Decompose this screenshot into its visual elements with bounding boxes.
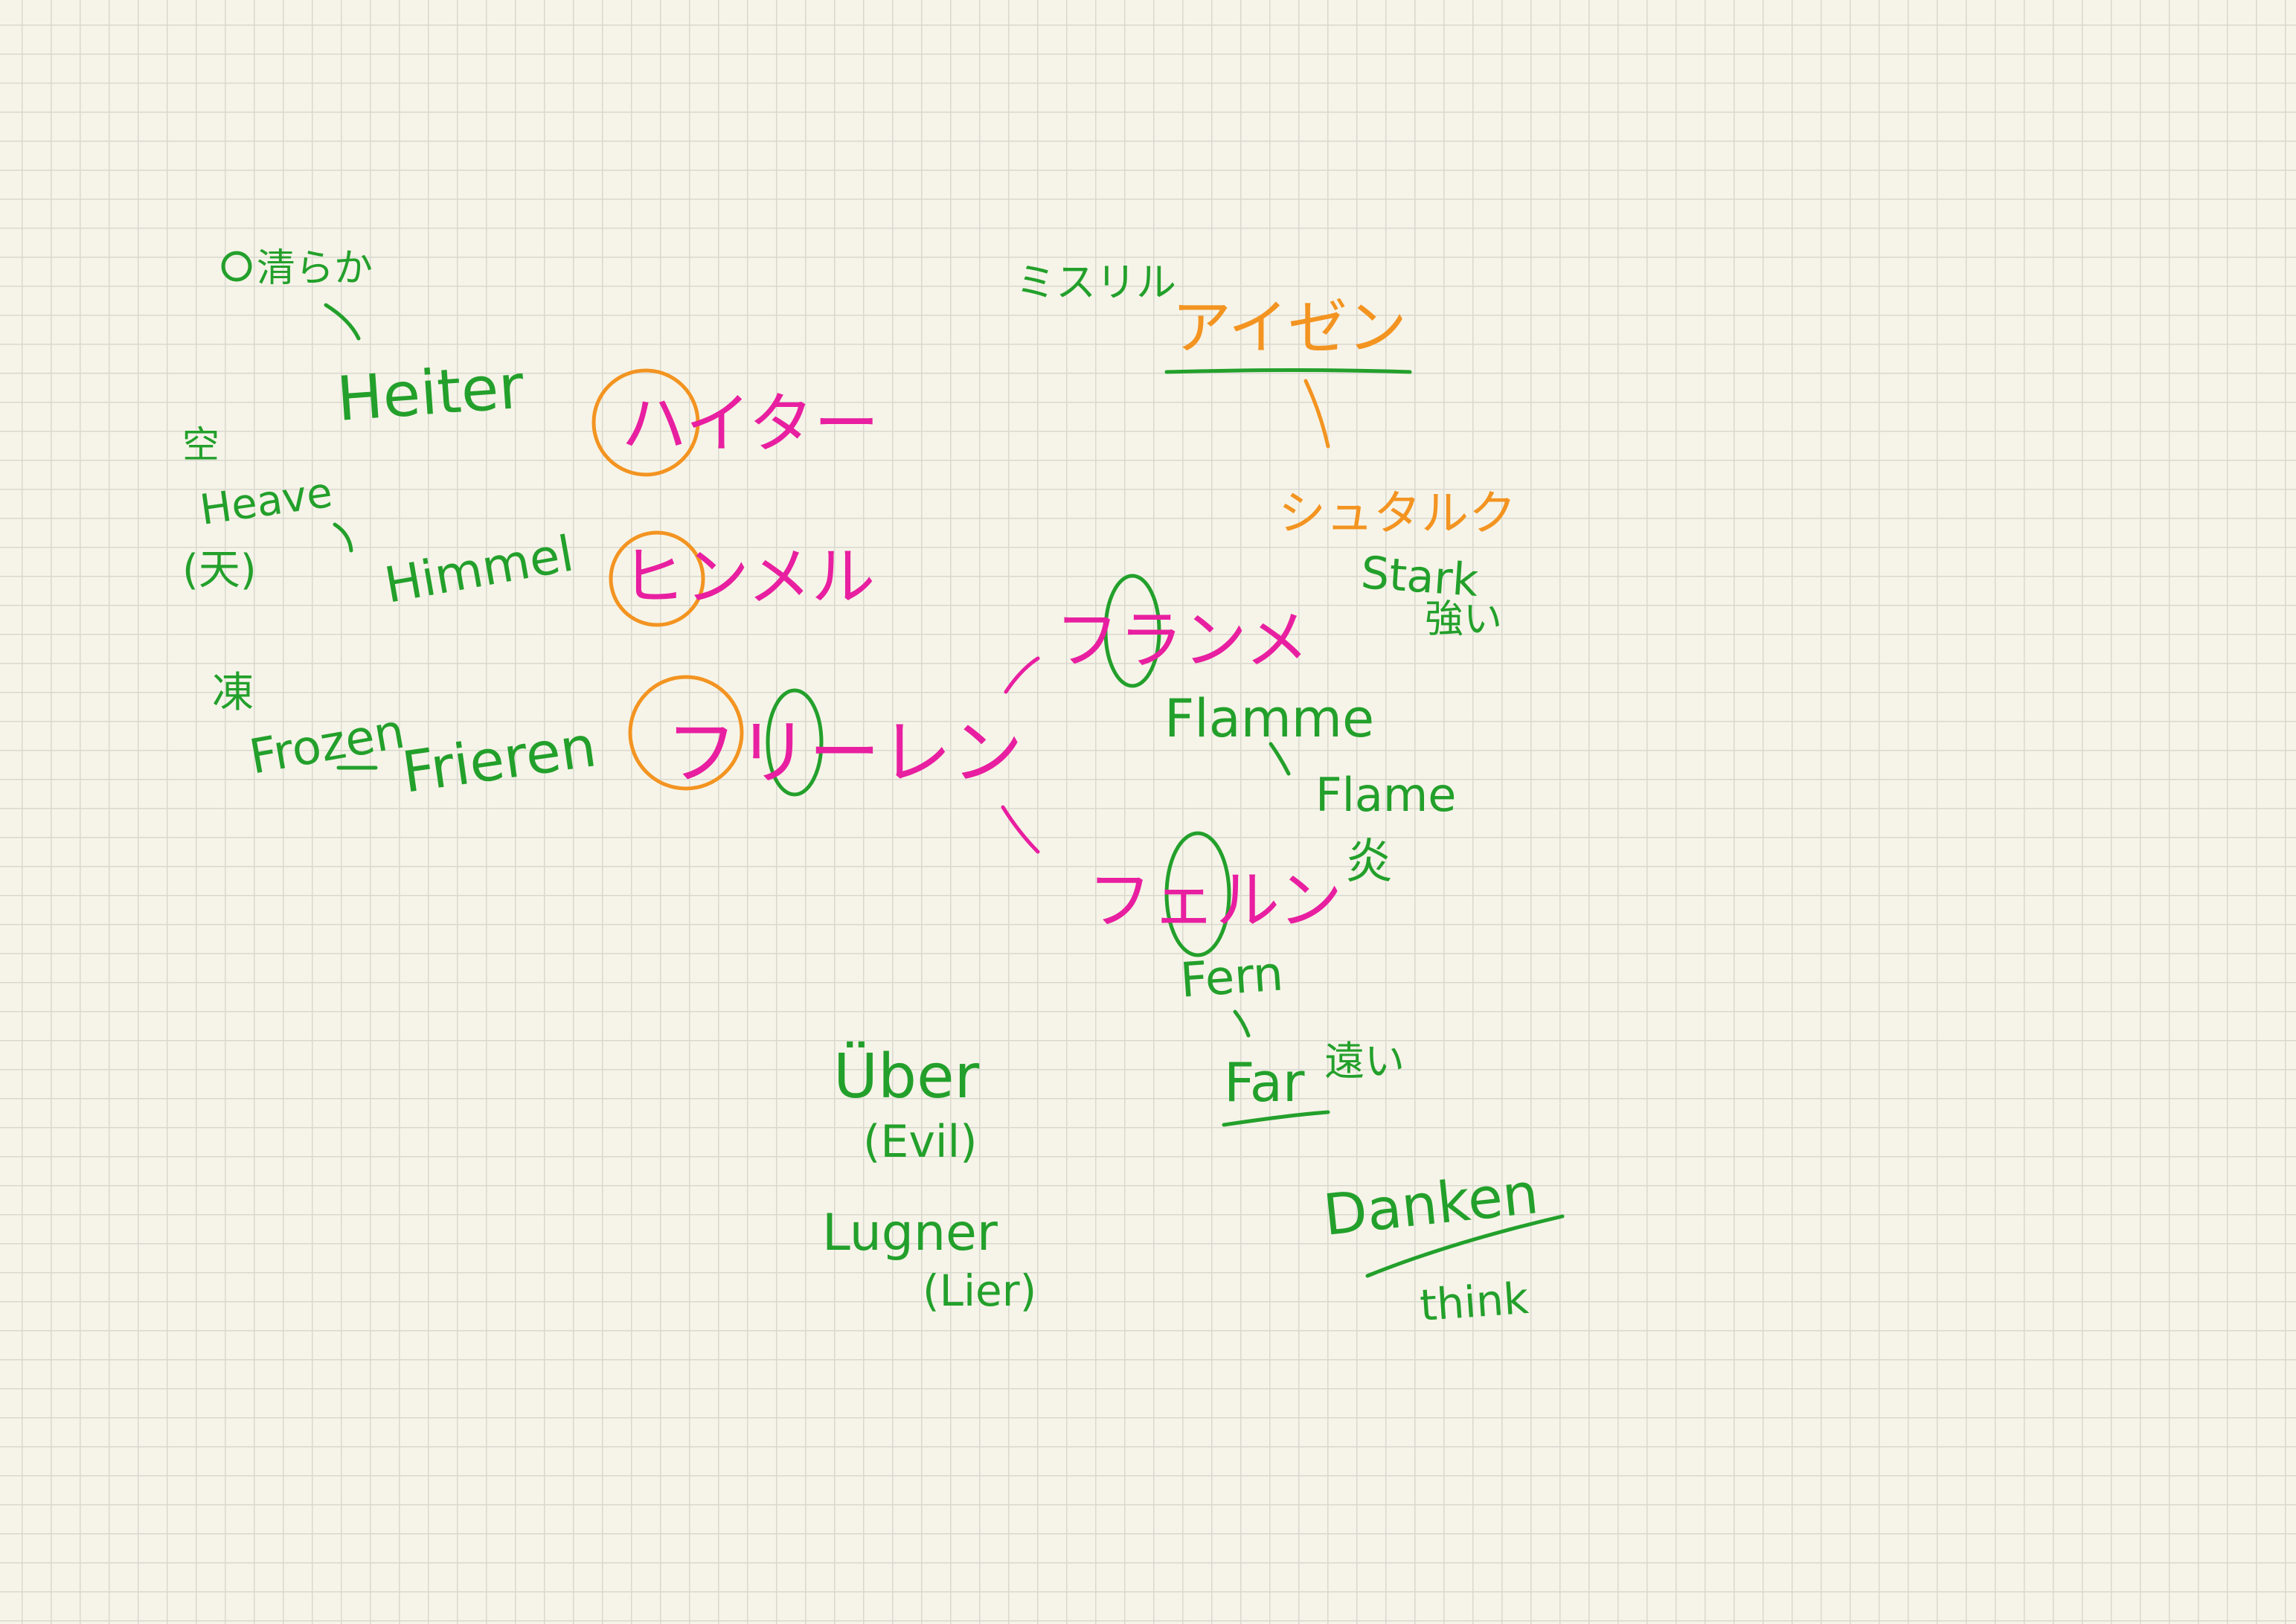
flame-word: Flame [1315, 768, 1456, 822]
heiter-note-doodle-icon [221, 251, 252, 282]
far-word: Far [1224, 1051, 1305, 1114]
himmel-katakana: ヒンメル [621, 540, 875, 614]
flamme-katakana: フランメ [1055, 603, 1309, 678]
ubel-meaning: (Evil) [863, 1116, 978, 1168]
flamme-word: Flamme [1164, 688, 1374, 749]
frieren-katakana: フリーレン [666, 711, 1023, 795]
heiter-connector [324, 303, 361, 341]
heiter-katakana: ハイター [621, 385, 879, 462]
frieren-to-flamme-connector [1004, 656, 1040, 694]
heave-kanji: (天) [182, 546, 257, 594]
heiter-word: Heiter [335, 352, 527, 435]
heave-connector [333, 522, 353, 553]
fern-word: Fern [1179, 946, 1285, 1008]
frieren-to-fern-connector [1001, 805, 1040, 854]
fern-katakana: フェルン [1088, 864, 1342, 938]
denken-underline [1365, 1214, 1565, 1278]
frieren-highlight-circle-ri [766, 688, 824, 797]
ubel-word: Über [833, 1041, 980, 1112]
flame-kanji: 炎 [1345, 835, 1393, 890]
eisen-hint-katakana: ミスリル [1016, 259, 1176, 306]
heiter-kanji: 清らか [257, 246, 373, 291]
frieren-highlight-circle-fu [628, 675, 744, 791]
eisen-underline [1164, 368, 1412, 374]
lugner-word: Lugner [822, 1204, 998, 1262]
eisen-katakana: アイゼン [1172, 293, 1407, 362]
heaven-kanji: 空 [182, 423, 219, 466]
himmel-highlight-circle [609, 530, 705, 627]
frozen-word: Frozen [246, 704, 408, 785]
far-underline [1222, 1110, 1330, 1127]
flamme-highlight-circle [1103, 574, 1161, 688]
far-kanji: 遠い [1324, 1038, 1405, 1085]
stark-word: Stark [1359, 547, 1481, 607]
heiter-highlight-circle [591, 368, 700, 477]
stark-kanji: 強い [1425, 597, 1502, 642]
frieren-word: Frieren [398, 713, 600, 806]
frozen-kanji: 凍 [212, 669, 254, 717]
fern-connector [1233, 1010, 1251, 1038]
denken-meaning: think [1418, 1273, 1530, 1331]
stark-to-eisen-connector [1303, 379, 1330, 449]
fern-highlight-circle [1164, 831, 1231, 957]
lugner-meaning: (Lier) [923, 1265, 1036, 1316]
flamme-connector [1269, 742, 1291, 776]
himmel-word: Himmel [380, 525, 577, 614]
stark-katakana: シュタルク [1278, 487, 1516, 542]
denken-word: Danken [1321, 1160, 1542, 1248]
heave-word: Heave [197, 469, 336, 535]
